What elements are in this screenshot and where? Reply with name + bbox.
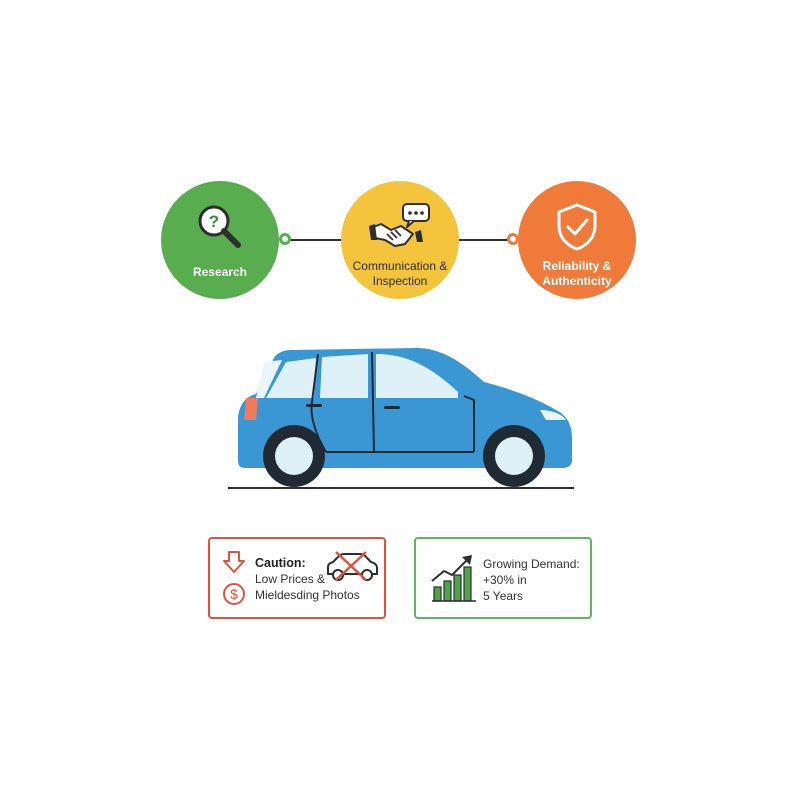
connector-node-2	[507, 233, 519, 245]
magnifier-question-icon: ?	[194, 203, 246, 251]
growth-line-1: Growing Demand:	[483, 557, 580, 571]
hatchback-car-icon	[226, 340, 576, 495]
growth-line-2: +30% in	[483, 573, 527, 587]
svg-text:$: $	[230, 586, 238, 602]
caution-title: Caution:	[255, 556, 306, 570]
step-label: Communication & Inspection	[352, 259, 448, 288]
connector-line-1	[287, 239, 342, 241]
step-communication-inspection: Communication & Inspection	[341, 181, 459, 299]
crossed-car-icon	[327, 551, 378, 581]
caution-card: $ Caution: Low Prices & Mieldesding Phot…	[208, 537, 386, 619]
rising-bar-chart-icon	[431, 555, 476, 602]
step-label: Reliability & Authenticity	[542, 259, 612, 288]
handshake-chat-icon	[367, 203, 433, 251]
connector-node-1	[279, 233, 291, 245]
growth-line-3: 5 Years	[483, 589, 524, 603]
step-research: ? Research	[161, 181, 279, 299]
caution-line-1: Low Prices &	[255, 572, 326, 586]
caution-line-2: Mieldesding Photos	[255, 588, 360, 602]
step-reliability-authenticity: Reliability & Authenticity	[518, 181, 636, 299]
down-arrow-icon	[223, 551, 245, 573]
svg-text:?: ?	[209, 212, 219, 231]
step-label: Research	[192, 265, 248, 279]
growth-text: Growing Demand: +30% in 5 Years	[483, 556, 580, 604]
dollar-coin-icon: $	[223, 583, 245, 605]
shield-check-icon	[555, 203, 599, 251]
connector-line-2	[458, 239, 514, 241]
growth-card: Growing Demand: +30% in 5 Years	[414, 537, 592, 619]
caution-text: Caution: Low Prices & Mieldesding Photos	[255, 555, 360, 603]
